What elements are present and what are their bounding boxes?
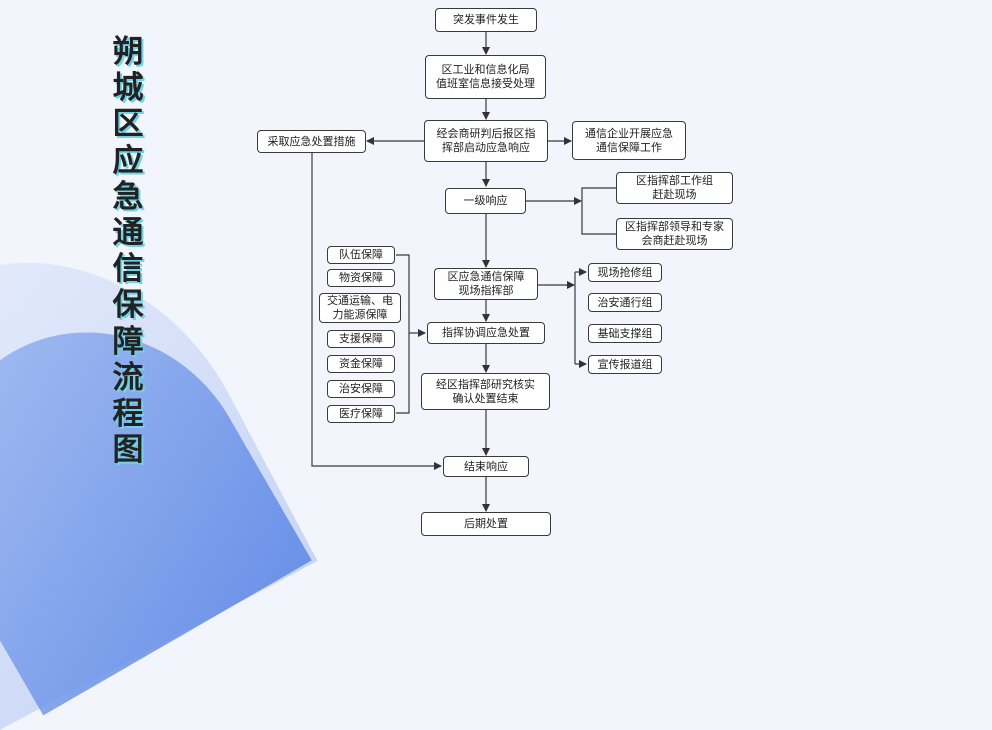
title-char: 流 xyxy=(112,359,144,396)
support-item: 资金保障 xyxy=(327,355,395,373)
title-char: 应 xyxy=(112,142,144,179)
group-item: 治安通行组 xyxy=(588,293,662,312)
title-char: 区 xyxy=(112,106,144,143)
node-receive: 区工业和信息化局 值班室信息接受处理 xyxy=(425,55,546,99)
support-item: 治安保障 xyxy=(327,380,395,398)
title-char: 信 xyxy=(112,251,144,288)
title-char: 障 xyxy=(112,323,144,360)
support-item: 队伍保障 xyxy=(327,246,395,264)
support-item: 支援保障 xyxy=(327,330,395,348)
node-end: 结束响应 xyxy=(443,456,529,477)
node-hq: 区应急通信保障 现场指挥部 xyxy=(434,268,538,300)
group-item: 基础支撑组 xyxy=(588,324,662,343)
group-item: 宣传报道组 xyxy=(588,355,662,374)
support-item: 交通运输、电力能源保障 xyxy=(319,293,401,323)
node-start: 突发事件发生 xyxy=(435,8,537,32)
title-char: 朔 xyxy=(112,34,144,70)
group-item: 现场抢修组 xyxy=(588,263,662,282)
node-after: 后期处置 xyxy=(421,512,551,536)
bracket-level1 xyxy=(581,187,616,235)
support-item: 物资保障 xyxy=(327,269,395,287)
title-char: 保 xyxy=(112,287,144,324)
page-title: 朔 城 区 应 急 通 信 保 障 流 程 图 xyxy=(110,34,146,468)
title-char: 通 xyxy=(112,215,144,252)
support-item: 医疗保障 xyxy=(327,405,395,423)
title-char: 图 xyxy=(112,432,144,469)
node-consult: 经会商研判后报区指 挥部启动应急响应 xyxy=(424,120,548,162)
bracket-support xyxy=(396,254,410,414)
title-char: 城 xyxy=(112,70,144,107)
node-leaders: 区指挥部领导和专家 会商赶赴现场 xyxy=(616,218,733,250)
title-char: 程 xyxy=(112,396,144,433)
node-verify: 经区指挥部研究核实 确认处置结束 xyxy=(421,373,550,410)
node-measures: 采取应急处置措施 xyxy=(257,130,366,153)
node-telecom: 通信企业开展应急 通信保障工作 xyxy=(572,121,686,160)
node-level1: 一级响应 xyxy=(445,188,526,214)
title-char: 急 xyxy=(112,178,144,215)
node-coordinate: 指挥协调应急处置 xyxy=(427,322,545,344)
node-workgroup: 区指挥部工作组 赶赴现场 xyxy=(616,172,733,204)
arrow-measures-to-end xyxy=(311,153,442,470)
flow-connectors xyxy=(311,32,616,512)
